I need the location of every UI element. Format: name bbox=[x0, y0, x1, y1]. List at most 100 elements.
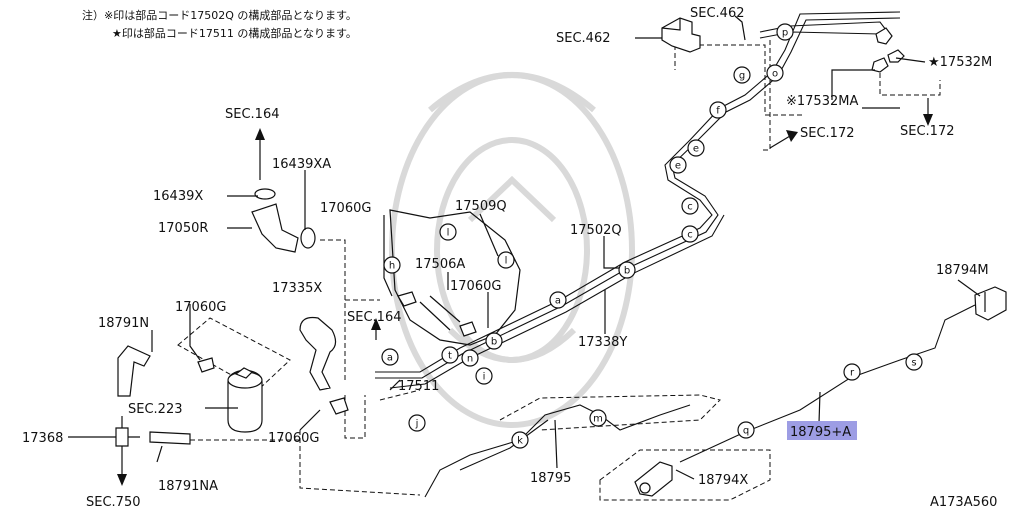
callout-l2: l bbox=[497, 251, 515, 269]
clamp-17060g-a[interactable] bbox=[397, 291, 417, 307]
label-18794x[interactable]: 18794X bbox=[698, 473, 748, 488]
label-17050r[interactable]: 17050R bbox=[158, 221, 208, 236]
leader-lines bbox=[68, 15, 981, 480]
callout-f: f bbox=[709, 101, 727, 119]
label-sec-172-right[interactable]: SEC.172 bbox=[900, 124, 955, 139]
label-17509q[interactable]: 17509Q bbox=[455, 199, 507, 214]
hose-17050r[interactable] bbox=[251, 203, 299, 253]
label-17335x[interactable]: 17335X bbox=[272, 281, 322, 296]
svg-text:k: k bbox=[517, 436, 523, 447]
sec-462-bracket[interactable] bbox=[661, 17, 701, 53]
label-18791na[interactable]: 18791NA bbox=[158, 479, 218, 494]
svg-text:c: c bbox=[687, 230, 693, 241]
clamp-17060g-d[interactable] bbox=[329, 397, 349, 415]
callout-q: q bbox=[737, 421, 755, 439]
label-sec-172-mid[interactable]: SEC.172 bbox=[800, 126, 855, 141]
label-17532ma[interactable]: ※17532MA bbox=[786, 94, 858, 109]
callout-g: g bbox=[733, 66, 751, 84]
hose-18791na[interactable] bbox=[149, 431, 191, 445]
label-17502q[interactable]: 17502Q bbox=[570, 223, 622, 238]
svg-text:b: b bbox=[624, 266, 630, 277]
svg-text:h: h bbox=[389, 261, 395, 272]
label-18794m[interactable]: 18794M bbox=[936, 263, 989, 278]
callout-a2: a bbox=[381, 348, 399, 366]
callout-s: s bbox=[905, 353, 923, 371]
pipe-18795 bbox=[424, 404, 691, 498]
callout-b1: b bbox=[618, 261, 636, 279]
callout-j: j bbox=[408, 414, 426, 432]
callout-e1: e bbox=[687, 139, 705, 157]
callout-k: k bbox=[511, 431, 529, 449]
svg-text:s: s bbox=[911, 358, 916, 369]
svg-text:e: e bbox=[675, 161, 681, 172]
callout-circles: p o g f e e c c l l h b b a a t n i j k … bbox=[381, 23, 923, 449]
callout-t: t bbox=[441, 346, 459, 364]
connector-18794x[interactable] bbox=[634, 461, 673, 497]
clamp-16439x[interactable] bbox=[254, 188, 276, 200]
label-17506a[interactable]: 17506A bbox=[415, 257, 465, 272]
hose-17335x[interactable] bbox=[299, 316, 337, 391]
callout-i: i bbox=[475, 367, 493, 385]
hose-18791n[interactable] bbox=[117, 345, 151, 397]
callout-n: n bbox=[461, 349, 479, 367]
dashed-boundaries bbox=[150, 40, 941, 501]
label-17532m[interactable]: ★17532M bbox=[928, 55, 992, 70]
note-line-1: 注）※印は部品コード17502Q の構成部品となります。 bbox=[82, 8, 357, 22]
callout-e2: e bbox=[669, 156, 687, 174]
watermark-emblem bbox=[389, 72, 635, 428]
label-17060g-d[interactable]: 17060G bbox=[268, 431, 319, 446]
valve-17368[interactable] bbox=[115, 416, 140, 462]
label-16439xa[interactable]: 16439XA bbox=[272, 157, 331, 172]
connector-18794m[interactable] bbox=[974, 286, 1007, 321]
callout-r: r bbox=[843, 363, 861, 381]
label-sec-462-top[interactable]: SEC.462 bbox=[690, 6, 745, 21]
note-line-2: ★印は部品コード17511 の構成部品となります。 bbox=[112, 26, 357, 40]
svg-text:a: a bbox=[387, 353, 393, 364]
callout-p: p bbox=[776, 23, 794, 41]
label-17060g-b[interactable]: 17060G bbox=[450, 279, 501, 294]
label-sec-164-mid[interactable]: SEC.164 bbox=[347, 310, 402, 325]
region-17509q bbox=[389, 209, 521, 346]
hose-17506a bbox=[419, 295, 461, 331]
callout-m: m bbox=[589, 409, 607, 427]
svg-text:l: l bbox=[447, 228, 450, 239]
svg-text:t: t bbox=[448, 351, 452, 362]
svg-text:j: j bbox=[415, 419, 419, 430]
svg-text:e: e bbox=[693, 144, 699, 155]
label-18795a[interactable]: 18795+A bbox=[790, 425, 851, 440]
label-16439x[interactable]: 16439X bbox=[153, 189, 203, 204]
label-sec-223[interactable]: SEC.223 bbox=[128, 402, 183, 417]
callout-l1: l bbox=[439, 223, 457, 241]
clamp-17060g-b[interactable] bbox=[459, 321, 477, 337]
label-sec-462-left[interactable]: SEC.462 bbox=[556, 31, 611, 46]
callout-o: o bbox=[766, 64, 784, 82]
svg-text:c: c bbox=[687, 202, 693, 213]
label-17511[interactable]: 17511 bbox=[398, 379, 439, 394]
label-18791n[interactable]: 18791N bbox=[98, 316, 149, 331]
connector-17532m[interactable] bbox=[871, 27, 905, 73]
svg-text:f: f bbox=[716, 106, 720, 117]
svg-text:o: o bbox=[772, 69, 778, 80]
callout-h: h bbox=[383, 256, 401, 274]
svg-text:q: q bbox=[743, 426, 749, 437]
label-17368[interactable]: 17368 bbox=[22, 431, 63, 446]
callout-c1: c bbox=[681, 197, 699, 215]
label-sec-750[interactable]: SEC.750 bbox=[86, 495, 141, 510]
svg-text:p: p bbox=[782, 28, 788, 39]
label-17060g-c[interactable]: 17060G bbox=[175, 300, 226, 315]
canister-sec223[interactable] bbox=[227, 367, 263, 433]
clamp-17060g-c[interactable] bbox=[197, 357, 215, 373]
svg-text:i: i bbox=[483, 372, 486, 383]
callout-c2: c bbox=[681, 225, 699, 243]
highlight-18795a bbox=[787, 421, 857, 440]
label-18795[interactable]: 18795 bbox=[530, 471, 571, 486]
diagram-code: A173A560 bbox=[930, 495, 997, 510]
clamp-16439xa[interactable] bbox=[300, 227, 316, 249]
svg-text:l: l bbox=[505, 256, 508, 267]
label-17338y[interactable]: 17338Y bbox=[578, 335, 627, 350]
callout-a1: a bbox=[549, 291, 567, 309]
svg-text:g: g bbox=[739, 71, 745, 82]
label-17060g-a[interactable]: 17060G bbox=[320, 201, 371, 216]
label-sec-164-top[interactable]: SEC.164 bbox=[225, 107, 280, 122]
